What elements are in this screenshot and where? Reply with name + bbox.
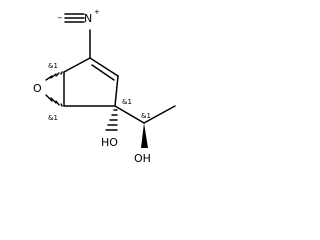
hashed-bond-lower-epoxide	[45, 94, 63, 107]
bond-side-chain-to-methyl	[143, 105, 176, 124]
bond-c-isocyano-to-ch	[89, 57, 119, 77]
stereo-label-lower-epoxide: &1	[48, 114, 58, 122]
quaternary-center: &1 HO	[101, 98, 145, 149]
atom-isocyano-n: N	[84, 12, 92, 25]
bond-c-isocyano-to-upper-epoxide	[63, 57, 91, 73]
bond-quaternary-to-side-chain	[114, 105, 145, 124]
ring-bonds	[63, 57, 119, 107]
stereo-label-upper-epoxide: &1	[48, 62, 58, 70]
isocyano-group: N + −	[57, 8, 100, 59]
atom-epoxide-o: O	[33, 82, 42, 95]
molecule-structure: N + − O &1 &1 &1	[33, 8, 176, 165]
stereo-label-quaternary: &1	[122, 98, 132, 106]
charge-isocyano-c: −	[57, 14, 63, 22]
hashed-bond-ring-hydroxyl	[105, 109, 118, 131]
stereo-label-side-chain: &1	[141, 112, 151, 120]
charge-isocyano-n: +	[94, 8, 100, 16]
epoxide: O &1 &1	[33, 62, 63, 122]
hashed-bond-upper-epoxide	[45, 71, 63, 81]
side-chain: &1 OH	[134, 105, 176, 165]
wedge-bond-side-hydroxyl	[141, 123, 148, 148]
atom-side-hydroxyl: OH	[134, 152, 151, 165]
atom-ring-hydroxyl: HO	[101, 136, 118, 149]
bond-ch-to-quaternary	[114, 75, 119, 107]
bond-double-inner	[91, 64, 115, 81]
